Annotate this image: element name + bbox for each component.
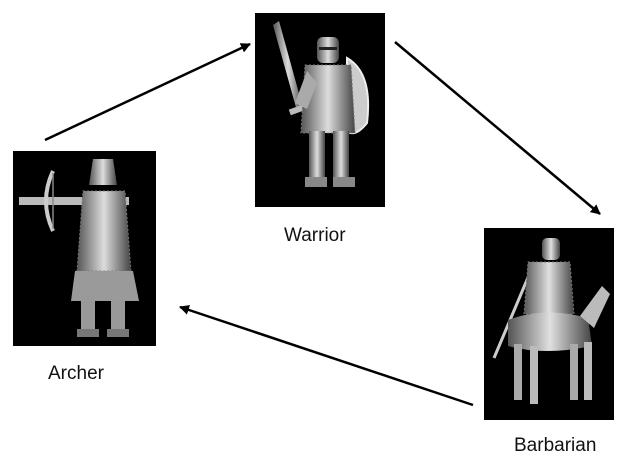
warrior-image bbox=[255, 13, 385, 207]
warrior-label: Warrior bbox=[284, 225, 346, 246]
archer-label: Archer bbox=[48, 363, 104, 384]
knight-sword-shield-icon bbox=[273, 21, 370, 187]
crossbowman-icon bbox=[19, 159, 139, 337]
archer-image bbox=[13, 151, 156, 346]
arrow-warrior-to-barbarian bbox=[394, 41, 601, 215]
arrow-barbarian-to-archer bbox=[179, 305, 474, 407]
barbarian-image bbox=[484, 228, 614, 420]
barbarian-label: Barbarian bbox=[514, 435, 597, 456]
arrow-archer-to-warrior bbox=[44, 42, 251, 142]
horse-rider-icon bbox=[492, 238, 610, 404]
